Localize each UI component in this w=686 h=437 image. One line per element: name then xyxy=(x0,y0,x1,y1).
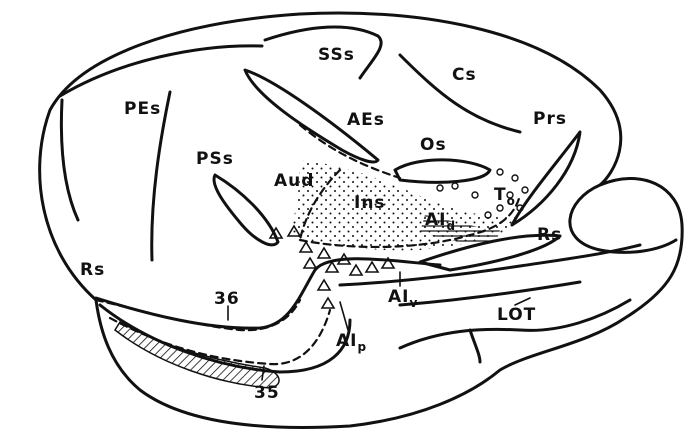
upper-arc xyxy=(60,46,262,96)
label-lot: LOT xyxy=(497,305,536,325)
label-os: Os xyxy=(420,135,447,155)
pss-loop xyxy=(214,175,278,245)
label-to: To xyxy=(494,185,516,208)
label-rs-left: Rs xyxy=(80,260,105,280)
prs-shape xyxy=(512,132,580,225)
os-oval xyxy=(395,160,490,182)
leader-aip xyxy=(340,302,348,330)
label-pss: PSs xyxy=(196,149,234,169)
label-ins: Ins xyxy=(354,193,386,213)
label-aes: AEs xyxy=(347,110,385,130)
label-rs-right: Rs xyxy=(537,225,562,245)
leader-lot xyxy=(515,298,530,305)
label-aud: Aud xyxy=(274,171,314,191)
lot-branch xyxy=(470,330,480,362)
posterior-sulcus xyxy=(61,100,78,220)
label-cs: Cs xyxy=(452,65,477,85)
label-35: 35 xyxy=(254,383,280,403)
label-aip: AIp xyxy=(336,331,367,354)
label-prs: Prs xyxy=(533,109,567,129)
label-aiv: AIv xyxy=(388,287,418,310)
olfactory-contour xyxy=(570,185,676,252)
label-sss: SSs xyxy=(318,45,355,65)
label-pes: PEs xyxy=(124,99,161,119)
ventral-line-2 xyxy=(400,282,580,305)
label-36: 36 xyxy=(214,289,240,309)
ventral-line-1 xyxy=(340,245,640,285)
